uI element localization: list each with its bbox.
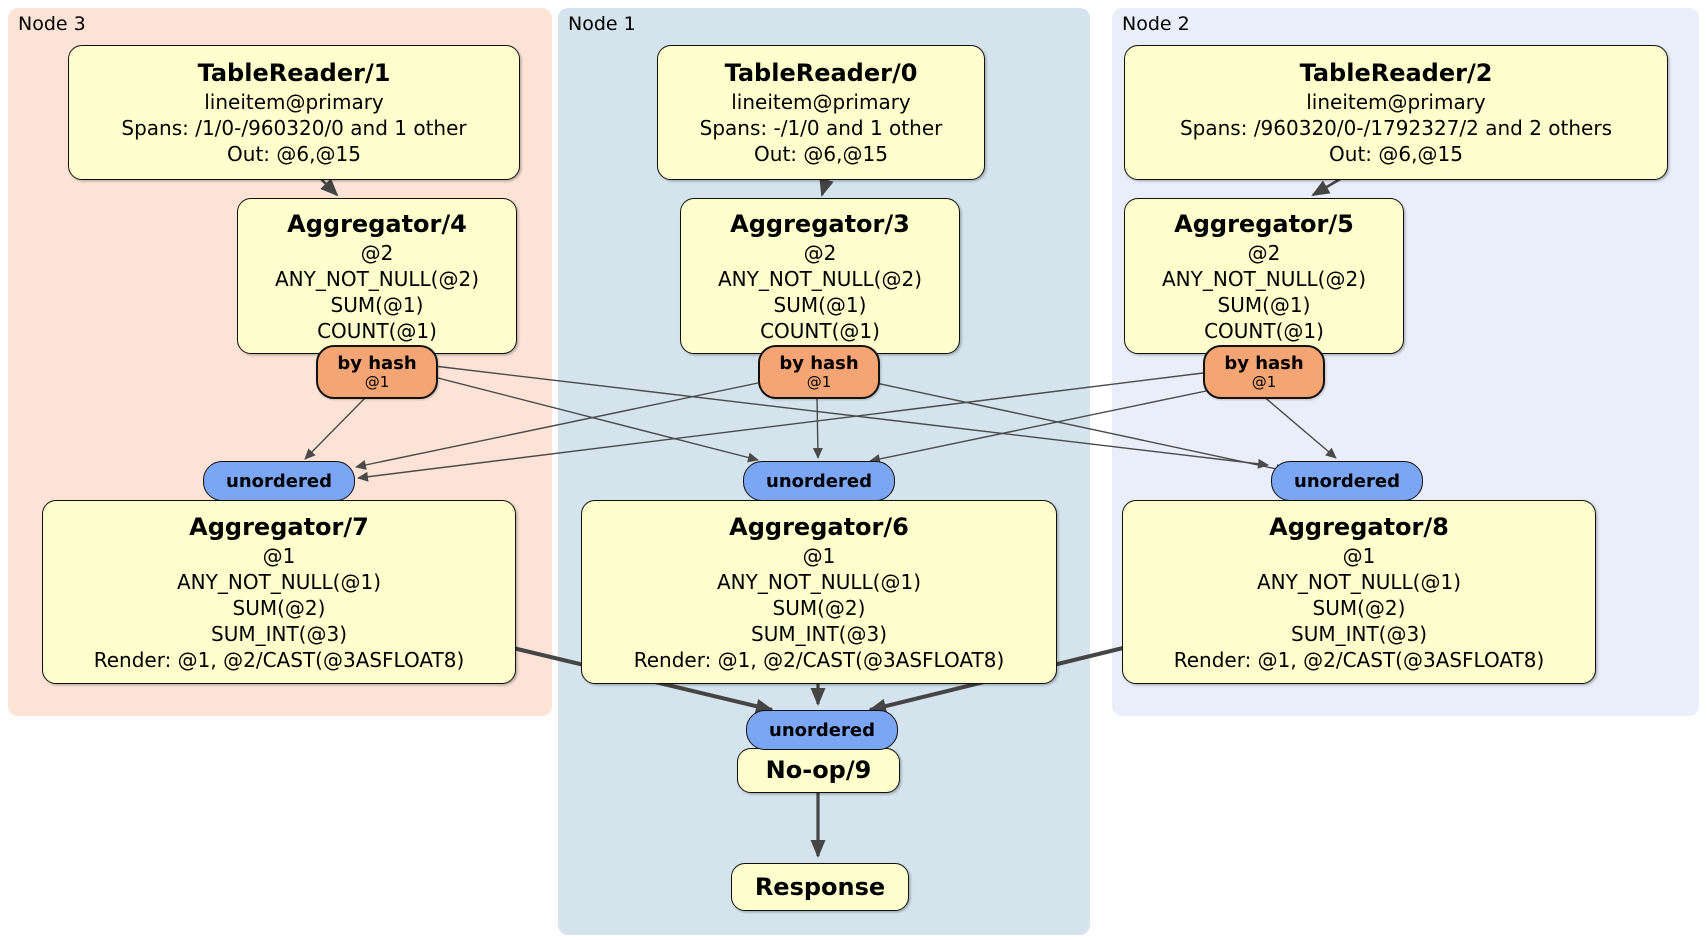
router-by-hash-5: by hash @1 bbox=[1203, 345, 1325, 399]
region-node2-label: Node 2 bbox=[1122, 13, 1190, 35]
processor-aggregator-8: Aggregator/8 @1 ANY_NOT_NULL(@1) SUM(@2)… bbox=[1122, 500, 1596, 684]
sync-label: unordered bbox=[766, 470, 872, 492]
processor-title: Aggregator/8 bbox=[1269, 512, 1449, 541]
router-sub-label: @1 bbox=[364, 373, 390, 391]
processor-line: SUM(@1) bbox=[773, 292, 867, 317]
processor-line: COUNT(@1) bbox=[317, 318, 437, 343]
processor-title: Aggregator/3 bbox=[730, 209, 910, 238]
edge-router5-sync6 bbox=[869, 390, 1207, 464]
processor-title: TableReader/0 bbox=[724, 59, 918, 87]
router-label: by hash bbox=[1224, 353, 1304, 374]
processor-line: lineitem@primary bbox=[1306, 90, 1486, 114]
edge-tr1-agg4 bbox=[319, 177, 339, 197]
processor-line: @1 bbox=[1342, 543, 1376, 568]
processor-line: COUNT(@1) bbox=[760, 318, 880, 343]
processor-line: Spans: -/1/0 and 1 other bbox=[699, 116, 943, 140]
router-by-hash-3: by hash @1 bbox=[758, 345, 880, 399]
edge-router4-sync7 bbox=[304, 394, 369, 460]
edge-router3-sync6 bbox=[812, 394, 823, 459]
processor-tablereader-1: TableReader/1 lineitem@primary Spans: /1… bbox=[68, 45, 520, 180]
router-sub-label: @1 bbox=[806, 373, 832, 391]
processor-line: @2 bbox=[1247, 240, 1281, 265]
edge-router4-sync8 bbox=[433, 365, 1269, 469]
router-sub-label: @1 bbox=[1251, 373, 1277, 391]
processor-tablereader-2: TableReader/2 lineitem@primary Spans: /9… bbox=[1124, 45, 1668, 180]
edge-router3-sync7 bbox=[355, 382, 759, 470]
sync-label: unordered bbox=[1294, 470, 1400, 492]
processor-line: ANY_NOT_NULL(@1) bbox=[1257, 569, 1461, 594]
processor-line: COUNT(@1) bbox=[1204, 318, 1324, 343]
processor-line: Out: @6,@15 bbox=[227, 142, 361, 166]
sync-unordered-8: unordered bbox=[1271, 461, 1423, 501]
processor-line: @2 bbox=[360, 240, 394, 265]
processor-title: Aggregator/7 bbox=[189, 512, 369, 541]
processor-aggregator-3: Aggregator/3 @2 ANY_NOT_NULL(@2) SUM(@1)… bbox=[680, 198, 960, 354]
processor-aggregator-7: Aggregator/7 @1 ANY_NOT_NULL(@1) SUM(@2)… bbox=[42, 500, 516, 684]
processor-line: lineitem@primary bbox=[204, 90, 384, 114]
processor-line: Out: @6,@15 bbox=[754, 142, 888, 166]
processor-line: Spans: /960320/0-/1792327/2 and 2 others bbox=[1179, 116, 1612, 140]
processor-line: Render: @1, @2/CAST(@3ASFLOAT8) bbox=[1173, 647, 1545, 672]
processor-line: Out: @6,@15 bbox=[1329, 142, 1463, 166]
edge-router4-sync6 bbox=[433, 376, 759, 463]
router-label: by hash bbox=[337, 353, 417, 374]
processor-line: @2 bbox=[803, 240, 837, 265]
processor-noop-9: No-op/9 bbox=[737, 748, 900, 793]
edge-router5-sync7 bbox=[357, 372, 1204, 482]
processor-line: SUM(@1) bbox=[330, 292, 424, 317]
sync-unordered-6: unordered bbox=[743, 461, 895, 501]
router-label: by hash bbox=[779, 353, 859, 374]
processor-line: lineitem@primary bbox=[731, 90, 911, 114]
processor-line: SUM_INT(@3) bbox=[1291, 621, 1427, 646]
sync-unordered-7: unordered bbox=[203, 461, 355, 501]
sync-label: unordered bbox=[769, 719, 875, 741]
processor-line: ANY_NOT_NULL(@2) bbox=[1162, 266, 1366, 291]
sync-label: unordered bbox=[226, 470, 332, 492]
processor-title: Aggregator/5 bbox=[1174, 209, 1354, 238]
region-node3-label: Node 3 bbox=[18, 13, 86, 35]
processor-aggregator-6: Aggregator/6 @1 ANY_NOT_NULL(@1) SUM(@2)… bbox=[581, 500, 1057, 684]
processor-response: Response bbox=[731, 863, 909, 911]
region-node1-label: Node 1 bbox=[568, 13, 636, 35]
processor-line: Render: @1, @2/CAST(@3ASFLOAT8) bbox=[633, 647, 1005, 672]
processor-line: SUM(@1) bbox=[1217, 292, 1311, 317]
processor-line: SUM_INT(@3) bbox=[751, 621, 887, 646]
processor-line: Spans: /1/0-/960320/0 and 1 other bbox=[121, 116, 467, 140]
sync-unordered-9: unordered bbox=[746, 710, 898, 750]
router-by-hash-4: by hash @1 bbox=[316, 345, 438, 399]
processor-line: ANY_NOT_NULL(@1) bbox=[177, 569, 381, 594]
edge-tr2-agg5 bbox=[1311, 176, 1343, 197]
processor-line: Render: @1, @2/CAST(@3ASFLOAT8) bbox=[93, 647, 465, 672]
processor-line: @1 bbox=[262, 543, 296, 568]
processor-title: TableReader/1 bbox=[197, 59, 391, 87]
processor-title: TableReader/2 bbox=[1299, 59, 1493, 87]
processor-line: SUM_INT(@3) bbox=[211, 621, 347, 646]
edge-router5-sync8 bbox=[1261, 394, 1337, 459]
edge-router3-sync8 bbox=[875, 382, 1287, 474]
processor-title: Response bbox=[754, 872, 886, 901]
processor-title: No-op/9 bbox=[765, 756, 872, 784]
processor-line: SUM(@2) bbox=[772, 595, 866, 620]
processor-tablereader-0: TableReader/0 lineitem@primary Spans: -/… bbox=[657, 45, 985, 180]
processor-line: SUM(@2) bbox=[232, 595, 326, 620]
processor-line: @1 bbox=[802, 543, 836, 568]
router-fanout-edges bbox=[304, 365, 1337, 482]
processor-title: Aggregator/6 bbox=[729, 512, 909, 541]
processor-line: ANY_NOT_NULL(@2) bbox=[718, 266, 922, 291]
edge-tr0-agg3 bbox=[819, 177, 834, 197]
processor-line: ANY_NOT_NULL(@2) bbox=[275, 266, 479, 291]
processor-line: ANY_NOT_NULL(@1) bbox=[717, 569, 921, 594]
processor-line: SUM(@2) bbox=[1312, 595, 1406, 620]
processor-aggregator-4: Aggregator/4 @2 ANY_NOT_NULL(@2) SUM(@1)… bbox=[237, 198, 517, 354]
processor-aggregator-5: Aggregator/5 @2 ANY_NOT_NULL(@2) SUM(@1)… bbox=[1124, 198, 1404, 354]
processor-title: Aggregator/4 bbox=[287, 209, 467, 238]
